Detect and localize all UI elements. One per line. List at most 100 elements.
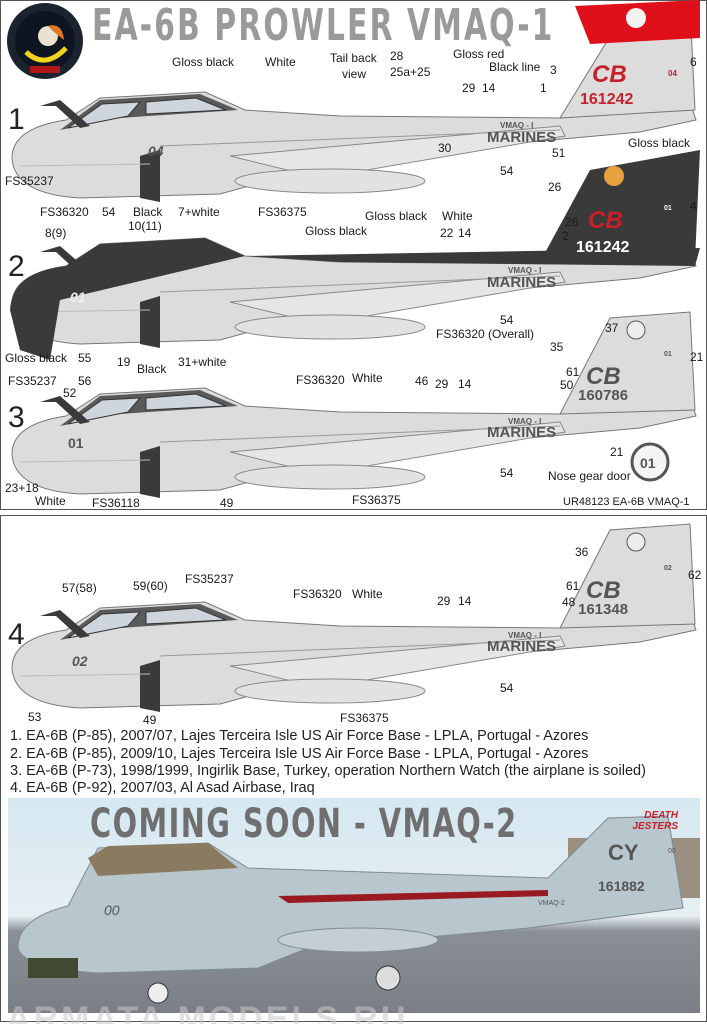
watermark: ARMATA MODELS.RU [6, 1000, 409, 1024]
callout-label: 61 [566, 579, 580, 593]
marines-2: MARINES [487, 274, 556, 291]
callout-label: FS35237 [185, 572, 234, 586]
callout-label: 56 [78, 374, 92, 388]
callout-label: 59(60) [133, 579, 168, 593]
callout-label: 54 [500, 313, 514, 327]
callout-label: 46 [415, 374, 429, 388]
callout-label: Black [137, 362, 167, 376]
callout-label: 54 [500, 681, 514, 695]
callout-label: 49 [220, 496, 234, 510]
callout-label: FS36375 [258, 205, 307, 219]
skull-emblem-icon [626, 532, 646, 552]
callout-label: 30 [438, 141, 452, 155]
callout-label: White [265, 55, 296, 69]
tail-text-line-1: DEATH [644, 810, 678, 821]
serial-4: 161348 [578, 601, 628, 618]
callout-label: 22 [440, 226, 454, 240]
callout-label: 14 [482, 81, 496, 95]
aircraft-3-tail [559, 311, 696, 415]
tail-modex-3: 01 [664, 351, 672, 358]
tail-modex-1: 04 [668, 69, 677, 78]
callout-label: 37 [605, 321, 619, 335]
photo-tail-code: CY [608, 840, 639, 865]
sheet-title: EA-6B PROWLER VMAQ-1 [92, 0, 555, 51]
callout-label: 3 [550, 63, 557, 77]
photo-tail-modex: 00 [668, 848, 676, 855]
tail-code-3: CB [586, 363, 621, 390]
callout-label: 7+white [178, 205, 220, 219]
description-1: 1. EA-6B (P-85), 2007/07, Lajes Terceira… [10, 728, 589, 744]
profile-number-1: 1 [8, 103, 25, 136]
callout-label: FS36375 [352, 493, 401, 507]
callout-label: 21 [690, 350, 704, 364]
callout-label: 55 [78, 351, 92, 365]
callout-label: 51 [552, 146, 566, 160]
squadron-logo [7, 3, 83, 79]
vmaq2-aircraft-photo [17, 815, 700, 1004]
description-4: 4. EA-6B (P-92), 2007/03, Al Asad Airbas… [10, 780, 315, 796]
callout-label: 52 [63, 386, 77, 400]
photo-modex: 00 [104, 902, 120, 918]
callout-label: 62 [688, 568, 702, 582]
callout-label: Nose gear door [548, 469, 631, 483]
callout-label: 29 [437, 594, 451, 608]
callout-label: 35 [550, 340, 564, 354]
aircraft-4-tail [559, 523, 696, 629]
tail-code-1: CB [592, 61, 627, 88]
modex-3: 01 [68, 435, 84, 451]
callout-label: 1 [540, 81, 547, 95]
unit-4: VMAQ - I [508, 631, 541, 640]
marines-1: MARINES [487, 129, 556, 146]
callout-label: 31+white [178, 355, 227, 369]
callout-label: Gloss black [365, 209, 428, 223]
callout-label: White [352, 587, 383, 601]
modex-2: 01 [70, 289, 86, 305]
callout-label: 53 [28, 710, 42, 724]
callout-label: 14 [458, 594, 472, 608]
callout-label: 29 [435, 377, 449, 391]
callout-label: 25a+25 [390, 65, 431, 79]
callout-label: Tail back [330, 51, 377, 65]
callout-label: FS36375 [340, 711, 389, 725]
callout-label: 14 [458, 226, 472, 240]
unit-1: VMAQ - I [500, 121, 533, 130]
callout-label: FS36320 [296, 373, 345, 387]
profile-number-3: 3 [8, 401, 25, 434]
callout-label: FS35237 [8, 374, 57, 388]
tail-text-line-2: JESTERS [632, 821, 678, 832]
callout-label: White [35, 494, 66, 508]
callout-label: 10(11) [128, 219, 162, 233]
callout-label: Black [133, 205, 163, 219]
callout-label: White [352, 371, 383, 385]
callout-label: Gloss black [628, 136, 691, 150]
vmaq2-photo: COMING SOON - VMAQ-2 DEATH JESTERS CY 00… [8, 798, 700, 1013]
callout-label: 26 [548, 180, 562, 194]
tail-modex-2: 01 [664, 205, 672, 212]
callout-label: view [342, 67, 367, 81]
tail-code-4: CB [586, 577, 621, 604]
product-code: UR48123 EA-6B VMAQ-1 [563, 496, 690, 508]
description-3: 3. EA-6B (P-73), 1998/1999, Ingirlik Bas… [10, 763, 646, 779]
callout-label: FS36320 (Overall) [436, 327, 535, 341]
unit-2: VMAQ - I [508, 266, 541, 275]
callout-label: 57(58) [62, 581, 97, 595]
profile-number-2: 2 [8, 250, 25, 283]
callout-label: FS36118 [92, 496, 140, 510]
callout-label: 36 [575, 545, 589, 559]
profile-number-4: 4 [8, 618, 25, 651]
callout-label: Gloss black [305, 224, 368, 238]
skull-emblem-icon [626, 8, 646, 28]
unit-3: VMAQ - I [508, 417, 541, 426]
coming-soon-title: COMING SOON - VMAQ-2 [90, 801, 518, 847]
callout-label: 49 [143, 713, 157, 727]
nose-gear-door-number: 01 [640, 455, 656, 471]
callout-label: 4 [690, 199, 697, 213]
callout-label: 50 [560, 378, 574, 392]
tail-text-death-jesters: DEATH JESTERS [608, 810, 678, 832]
callout-label: Gloss black [172, 55, 235, 69]
flaming-skull-emblem-icon [604, 166, 624, 186]
callout-label: 19 [117, 355, 131, 369]
callout-label: FS35237 [5, 174, 54, 188]
